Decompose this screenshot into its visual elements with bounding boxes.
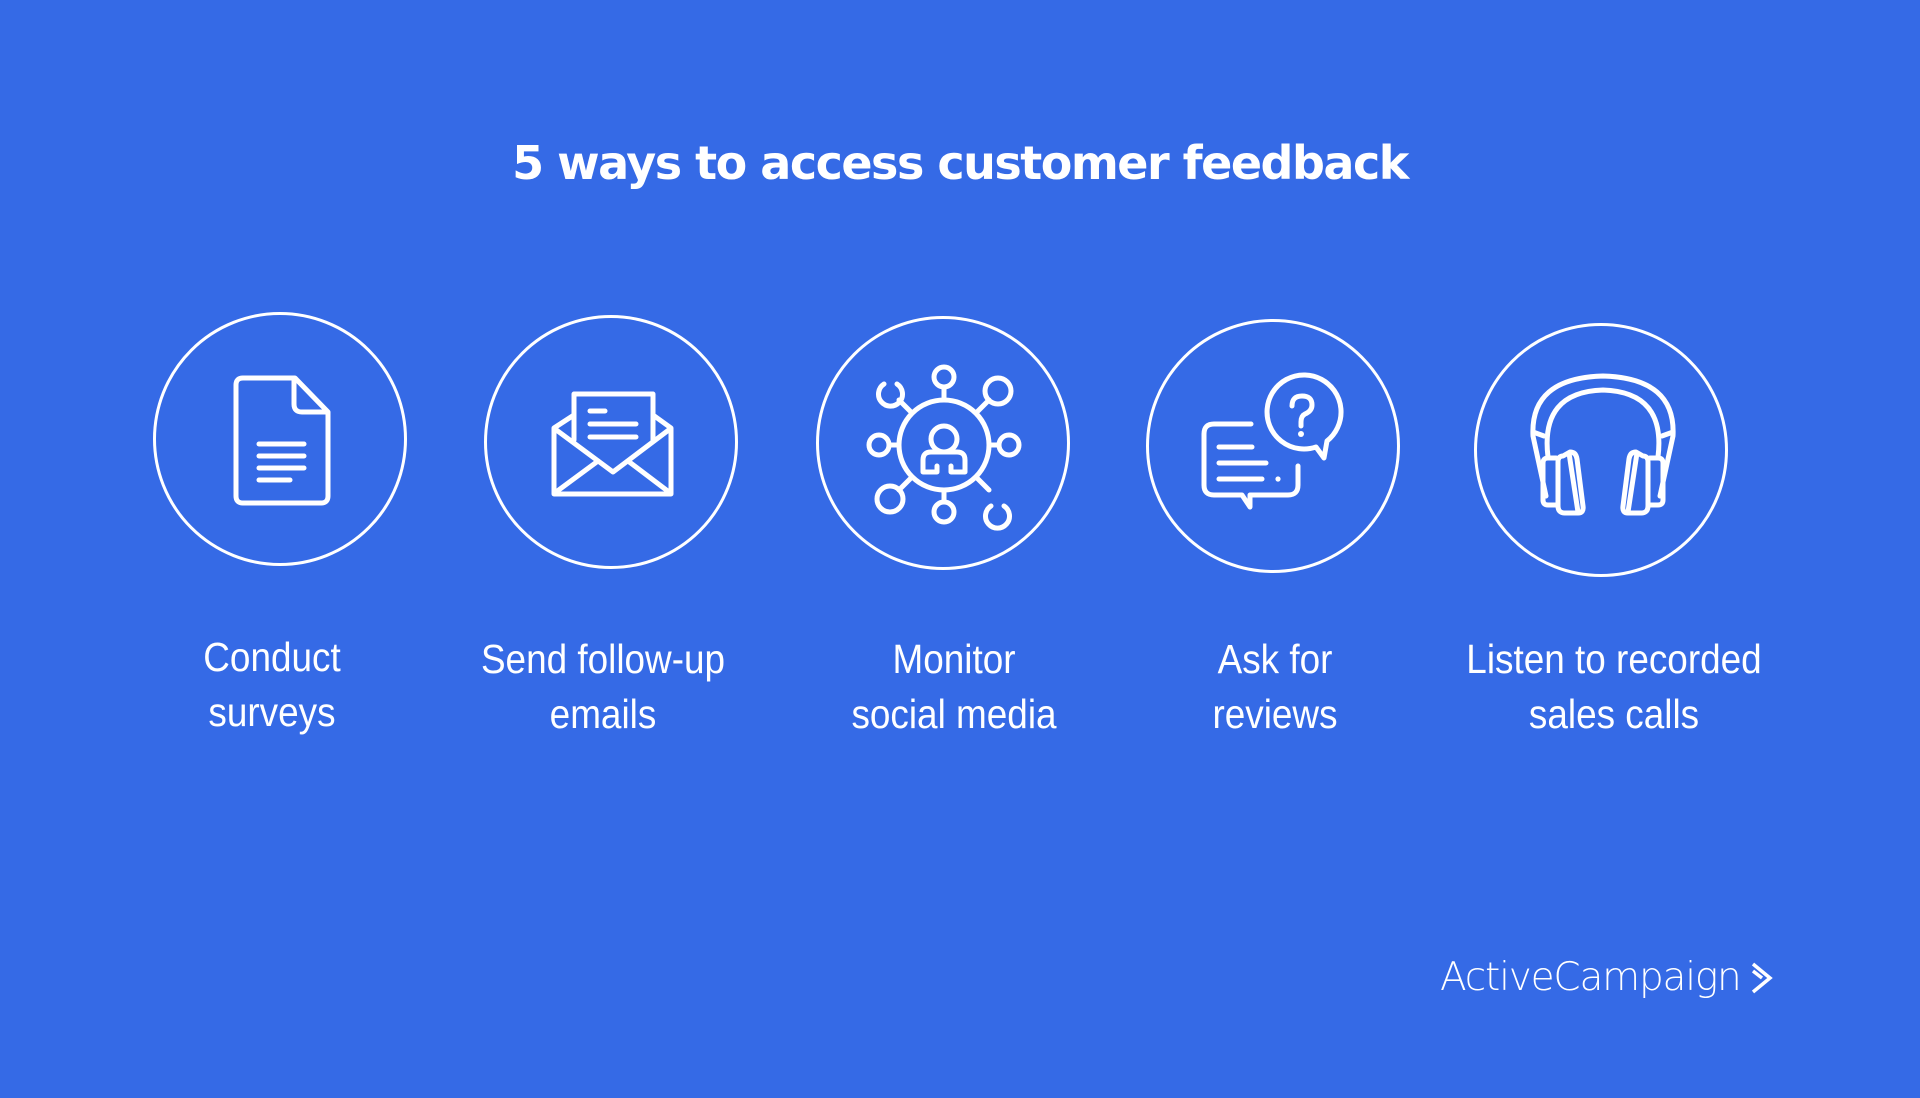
label-line: Listen to recorded: [1466, 636, 1762, 682]
label-ask-for-reviews: Ask for reviews: [1086, 632, 1464, 742]
headphones-icon-circle: [1474, 323, 1728, 577]
network-icon: [866, 364, 1022, 531]
label-monitor-social-media: Monitor social media: [765, 632, 1143, 742]
logo-text: ActiveCampaign: [1440, 955, 1742, 1000]
label-send-follow-up-emails: Send follow-up emails: [414, 632, 792, 742]
chevron-right-icon: [1751, 962, 1773, 994]
page-title: 5 ways to access customer feedback: [512, 136, 1409, 190]
label-line: Monitor: [892, 636, 1016, 682]
headphones-icon: [1530, 373, 1676, 516]
envelope-icon: [551, 391, 674, 497]
label-line: Conduct: [203, 634, 341, 680]
label-line: emails: [549, 691, 657, 737]
label-line: sales calls: [1528, 691, 1700, 737]
chat-question-icon: [1201, 372, 1344, 510]
label-line: Ask for: [1217, 636, 1333, 682]
label-line: social media: [851, 691, 1057, 737]
chat-question-icon-circle: [1146, 319, 1400, 573]
activecampaign-logo: ActiveCampaign: [1440, 950, 1775, 1006]
label-line: Send follow-up: [480, 636, 726, 682]
label-line: surveys: [208, 689, 336, 735]
document-icon-circle: [153, 312, 407, 566]
label-line: reviews: [1212, 691, 1338, 737]
document-icon: [233, 375, 331, 506]
envelope-icon-circle: [484, 315, 738, 569]
network-icon-circle: [816, 316, 1070, 570]
label-listen-to-recorded-sales-calls: Listen to recorded sales calls: [1425, 632, 1803, 742]
label-conduct-surveys: Conduct surveys: [83, 630, 461, 740]
